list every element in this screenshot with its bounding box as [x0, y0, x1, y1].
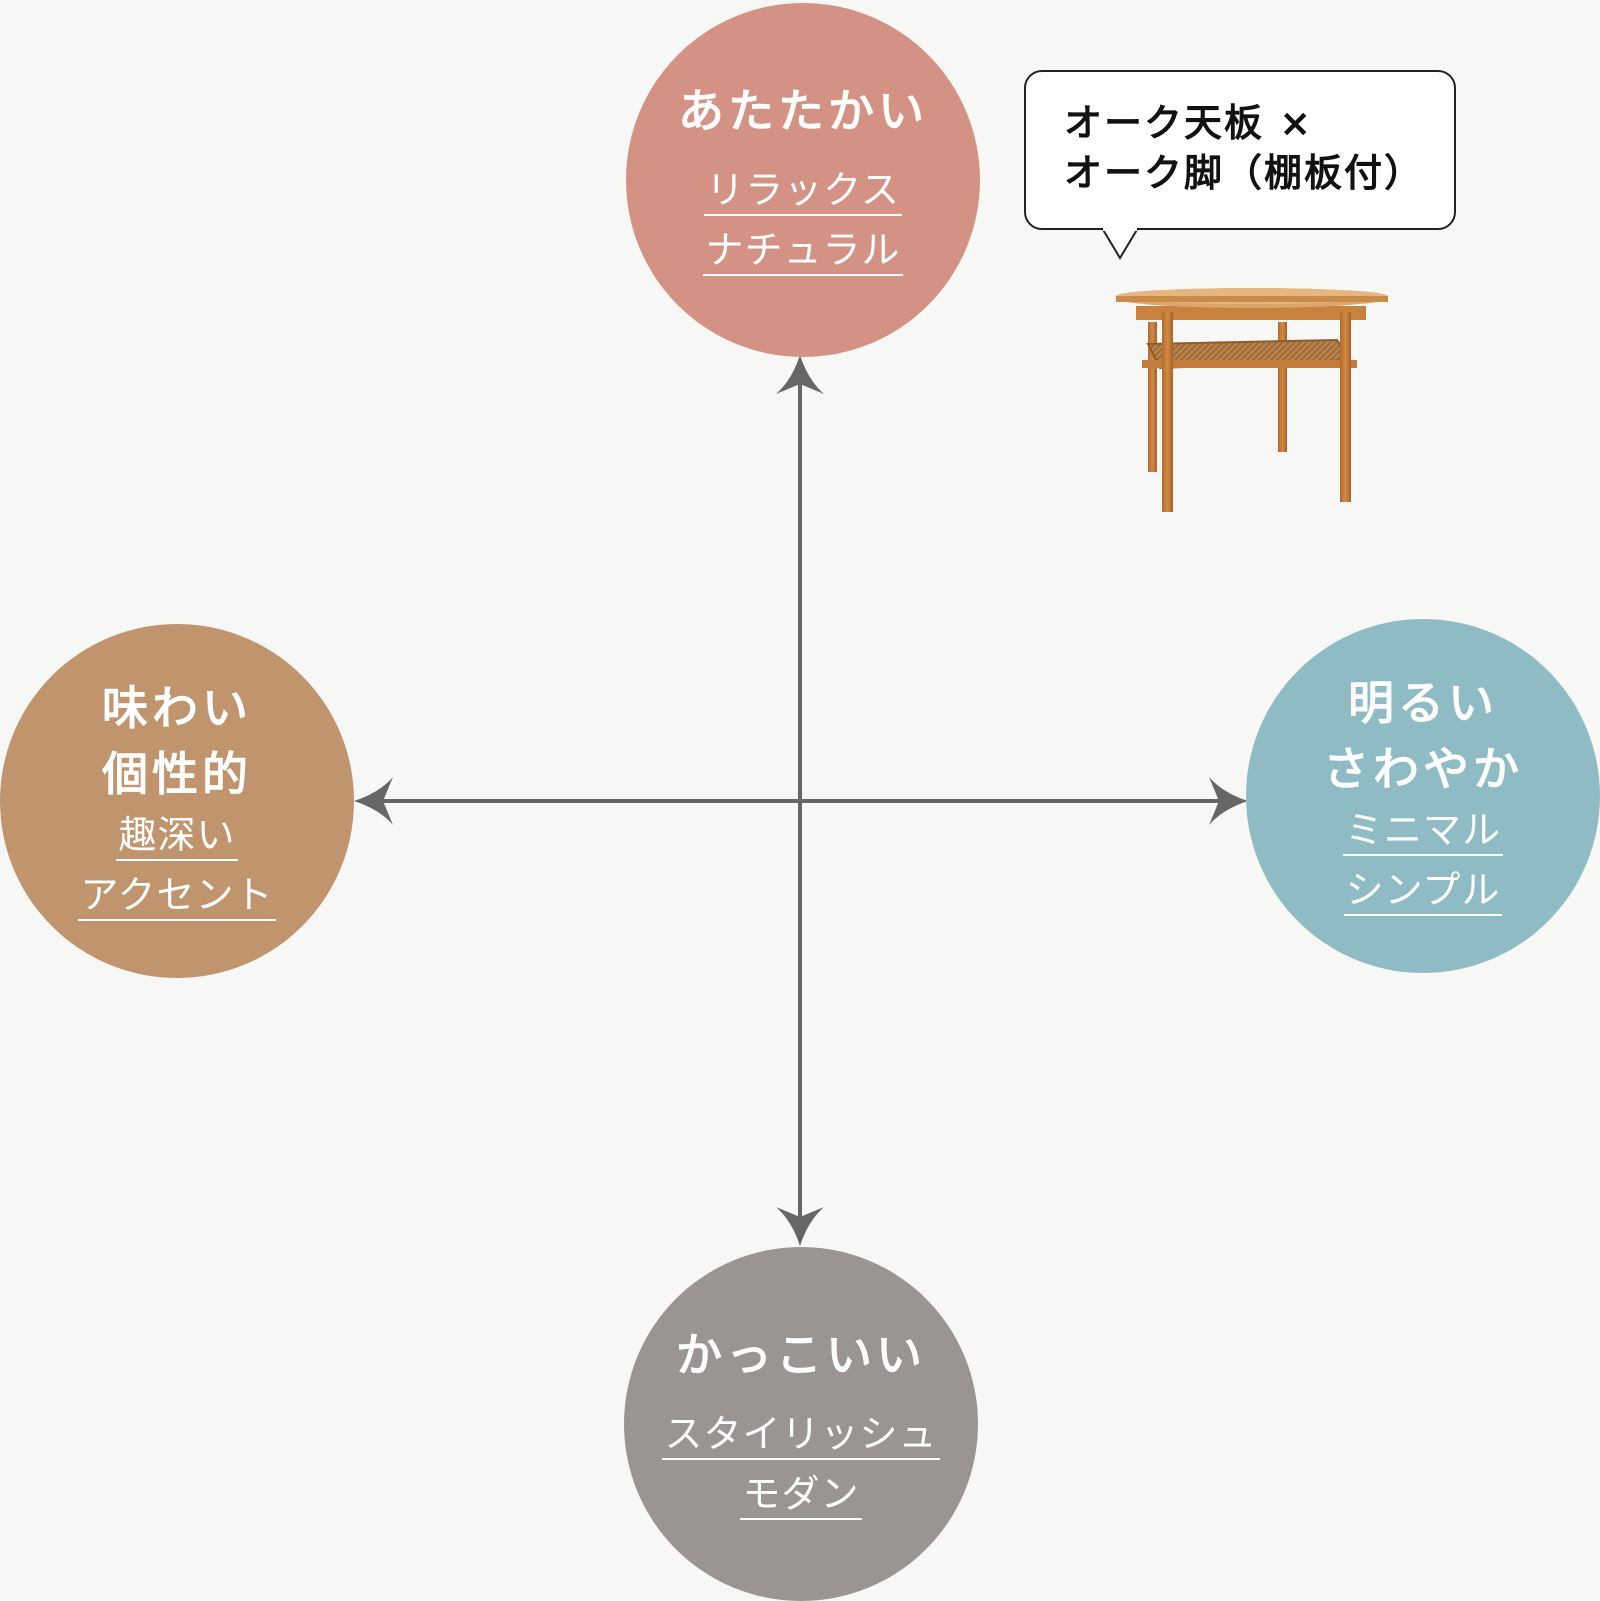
- keyword-link[interactable]: 趣深い: [116, 813, 238, 861]
- keyword-link[interactable]: スタイリッシュ: [662, 1412, 940, 1460]
- circle-warm: あたたかい リラックス ナチュラル: [626, 3, 980, 357]
- circle-bright: 明るい さわやか ミニマル シンプル: [1246, 619, 1600, 973]
- product-label-bubble: オーク天板 × オーク脚（棚板付）: [1024, 70, 1456, 230]
- arrow-left-icon: [354, 777, 393, 825]
- product-label-line: オーク脚（棚板付）: [1064, 151, 1425, 195]
- keyword-link[interactable]: ナチュラル: [703, 228, 903, 276]
- circle-title: 個性的: [102, 747, 252, 801]
- keyword-link[interactable]: アクセント: [78, 873, 276, 921]
- circle-title: 味わい: [102, 681, 252, 735]
- keyword-link[interactable]: シンプル: [1343, 868, 1503, 916]
- circle-title: 明るい: [1348, 676, 1498, 730]
- circle-title: かっこいい: [676, 1328, 926, 1382]
- oak-table-image: [1116, 288, 1388, 512]
- arrow-up-icon: [776, 355, 824, 394]
- bubble-tail-icon: [1101, 228, 1139, 260]
- keyword-link[interactable]: ミニマル: [1342, 808, 1503, 856]
- arrow-right-icon: [1209, 777, 1248, 825]
- keyword-link[interactable]: モダン: [740, 1472, 862, 1520]
- circle-title: あたたかい: [678, 84, 928, 138]
- keyword-link[interactable]: リラックス: [704, 168, 902, 216]
- circle-title: さわやか: [1323, 742, 1523, 796]
- product-label-line: オーク天板 ×: [1064, 101, 1314, 145]
- circle-flavor: 味わい 個性的 趣深い アクセント: [0, 624, 354, 978]
- arrow-down-icon: [776, 1207, 824, 1246]
- circle-cool: かっこいい スタイリッシュ モダン: [624, 1247, 978, 1601]
